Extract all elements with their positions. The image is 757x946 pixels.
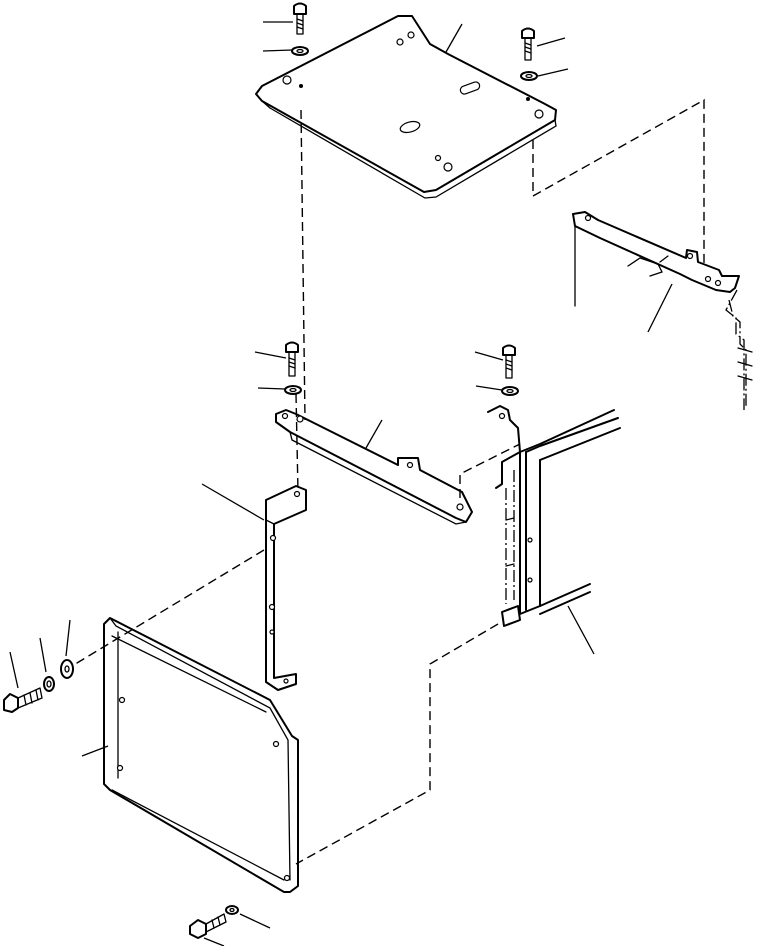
center-alignment-line <box>300 109 306 421</box>
left-lock-washer <box>43 676 55 692</box>
left-bolt <box>3 687 43 713</box>
top-cover-plate <box>255 15 557 199</box>
upper-right-connector <box>532 98 705 265</box>
vertical-stay <box>265 485 307 691</box>
middle-left-washer <box>284 385 302 395</box>
middle-to-frame-connector <box>459 443 521 498</box>
side-panel <box>103 617 299 893</box>
middle-right-washer <box>501 386 519 396</box>
washer-alignment-line <box>295 393 299 493</box>
bottom-bolt <box>189 913 227 939</box>
bottom-washer <box>225 905 239 915</box>
middle-cross-bracket <box>275 409 473 525</box>
top-left-washer <box>291 46 309 56</box>
leader-lines-top <box>262 21 569 77</box>
top-left-bolt <box>293 2 307 35</box>
left-flat-washer <box>60 659 74 679</box>
frame-to-panel-connector <box>295 623 499 865</box>
upper-right-bracket <box>572 211 753 410</box>
leader-line-frame <box>567 605 595 655</box>
leader-line-stay <box>201 483 265 521</box>
middle-left-bolt <box>285 341 299 377</box>
leader-line-upper-bracket <box>647 283 673 333</box>
leader-line-middle-bracket <box>365 419 383 449</box>
middle-right-bolt <box>502 344 516 379</box>
top-right-washer <box>520 71 538 81</box>
top-right-bolt <box>521 27 535 61</box>
leader-line-panel <box>81 745 109 757</box>
right-frame <box>487 405 621 627</box>
